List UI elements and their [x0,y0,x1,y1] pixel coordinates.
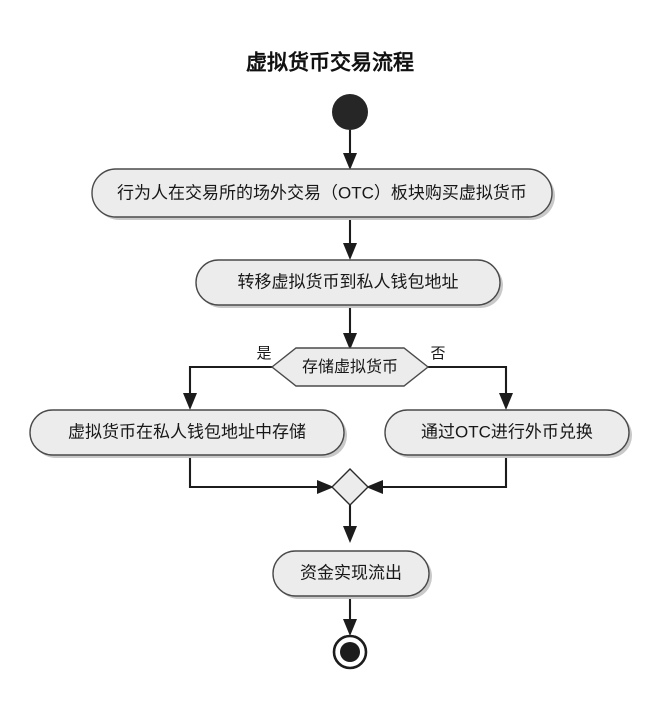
edge-start-to-buy [343,130,357,170]
merge-node[interactable] [331,468,369,506]
activity-transfer-to-wallet-label: 转移虚拟货币到私人钱包地址 [238,272,459,291]
decision-store-crypto[interactable]: 存储虚拟货币 [270,347,430,387]
activity-store-in-wallet[interactable]: 虚拟货币在私人钱包地址中存储 [29,409,347,458]
activity-buy-crypto-label: 行为人在交易所的场外交易（OTC）板块购买虚拟货币 [117,183,527,202]
page-title: 虚拟货币交易流程 [246,51,414,75]
start-node[interactable] [332,94,368,130]
edge-buy-to-transfer [343,218,357,260]
activity-otc-fx-exchange[interactable]: 通过OTC进行外币兑换 [384,409,632,458]
edge-exchange-to-merge [366,458,508,494]
decision-store-crypto-label: 存储虚拟货币 [302,358,398,376]
edge-layer [183,130,513,636]
activity-funds-outflow-label: 资金实现流出 [300,563,402,582]
edge-decision-to-store [183,365,272,410]
edge-store-to-merge [188,458,334,494]
branch-label-yes: 是 [256,345,271,362]
activity-funds-outflow[interactable]: 资金实现流出 [272,550,432,599]
edge-outflow-to-end [343,596,357,636]
edge-transfer-to-decision [343,308,357,350]
activity-transfer-to-wallet[interactable]: 转移虚拟货币到私人钱包地址 [195,259,503,308]
edge-merge-to-outflow [343,505,357,543]
edge-decision-to-exchange [428,365,513,410]
activity-otc-fx-exchange-label: 通过OTC进行外币兑换 [421,422,593,441]
branch-label-no: 否 [430,345,445,362]
activity-store-in-wallet-label: 虚拟货币在私人钱包地址中存储 [68,422,306,441]
end-node[interactable] [332,634,368,670]
activity-buy-crypto[interactable]: 行为人在交易所的场外交易（OTC）板块购买虚拟货币 [91,168,555,220]
